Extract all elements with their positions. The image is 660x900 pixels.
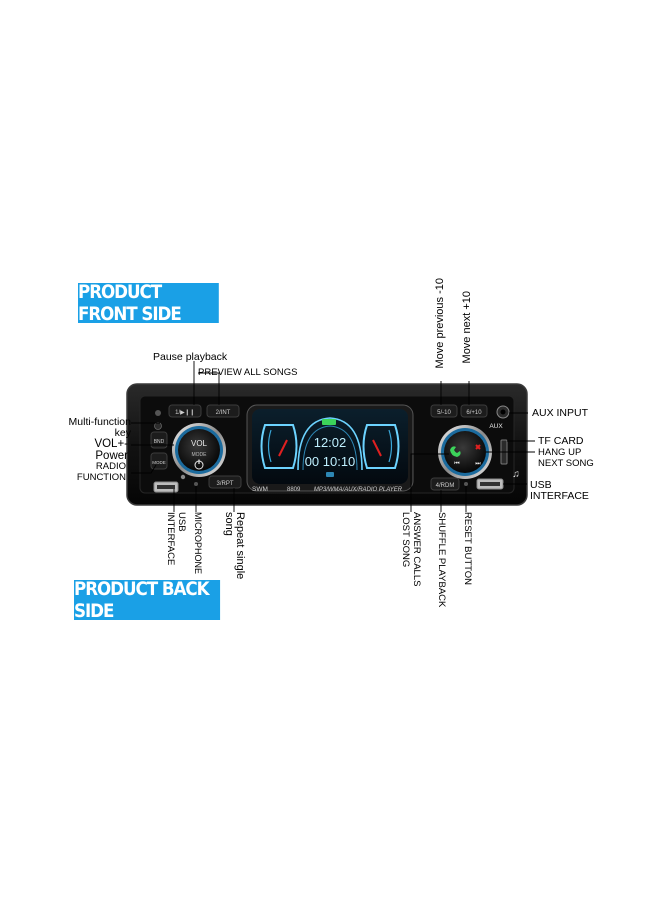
- svg-text:MP3/WMA/AUX/RADIO PLAYER: MP3/WMA/AUX/RADIO PLAYER: [314, 487, 403, 493]
- svg-text:MODE: MODE: [152, 460, 166, 465]
- svg-text:12:02: 12:02: [314, 435, 347, 450]
- label-move-next: Move next +10: [461, 291, 473, 364]
- label-aux-input: AUX INPUT: [532, 407, 589, 419]
- usb-port-right[interactable]: ♫: [476, 469, 520, 490]
- music-note-icon: ♫: [512, 469, 520, 480]
- label-multi-function-key: Multi-function key: [68, 416, 131, 439]
- button-4-rdm[interactable]: 4/RDM: [430, 477, 460, 491]
- svg-text:VOL: VOL: [191, 439, 208, 448]
- phone-answer-icon: [450, 446, 461, 457]
- label-reset-button: RESET BUTTON: [462, 512, 473, 586]
- product-front-side-banner: PRODUCT FRONT SIDE: [78, 281, 219, 325]
- button-bnd[interactable]: BND: [150, 431, 168, 449]
- svg-text:8809: 8809: [287, 487, 301, 493]
- svg-text:BND: BND: [154, 439, 165, 445]
- svg-text:5/-10: 5/-10: [437, 410, 451, 416]
- function-knob[interactable]: ⏮ ⏭: [438, 425, 492, 479]
- label-usb-interface-right: USB INTERFACE: [530, 479, 589, 502]
- label-tf-card: TF CARD: [538, 435, 584, 447]
- battery-icon: [322, 419, 336, 425]
- svg-text:00 10:10: 00 10:10: [305, 454, 356, 469]
- button-5-minus10[interactable]: 5/-10: [430, 404, 458, 418]
- aux-input-port[interactable]: AUX: [489, 405, 510, 430]
- reset-hole: [464, 482, 468, 486]
- usb-port-left[interactable]: [153, 474, 186, 493]
- svg-text:⏮: ⏮: [454, 461, 460, 467]
- leader-lines: [131, 361, 535, 512]
- svg-text:⏭: ⏭: [475, 461, 481, 467]
- svg-text:AUX: AUX: [489, 423, 503, 430]
- button-mode[interactable]: MODE: [150, 452, 168, 470]
- button-6-plus10[interactable]: 6/+10: [460, 404, 488, 418]
- label-pause-playback: Pause playback: [153, 351, 228, 363]
- svg-text:4/RDM: 4/RDM: [436, 483, 455, 489]
- button-1[interactable]: 1/▶❙❙: [168, 404, 202, 418]
- label-vol-power: VOL+- Power: [94, 438, 128, 462]
- mic-hole-icon: [155, 410, 161, 416]
- volume-knob[interactable]: VOL MODE: [172, 423, 226, 477]
- display-screen: [252, 409, 408, 484]
- phone-hangup-icon: [475, 444, 481, 450]
- button-2-int[interactable]: 2/INT: [206, 404, 240, 418]
- label-radio-function: RADIO FUNCTION: [76, 461, 126, 483]
- label-shuffle-playback: SHUFFLE PLAYBACK: [436, 512, 447, 608]
- svg-text:SWM: SWM: [252, 486, 268, 493]
- label-hang-up-next-song: HANG UP NEXT SONG: [538, 447, 594, 469]
- label-microphone: MICROPHONE: [193, 512, 203, 575]
- svg-text:6/+10: 6/+10: [466, 410, 482, 416]
- label-preview-all-songs: PREVIEW ALL SONGS: [198, 367, 298, 378]
- button-3-rpt[interactable]: 3/RPT: [208, 475, 242, 489]
- product-back-side-banner: PRODUCT BACK SIDE: [74, 578, 221, 622]
- svg-text:1/▶❙❙: 1/▶❙❙: [175, 409, 195, 416]
- label-move-previous: Move previous -10: [434, 278, 446, 369]
- svg-text:3/RPT: 3/RPT: [216, 481, 233, 487]
- svg-text:MODE: MODE: [192, 452, 208, 458]
- microphone-hole: [194, 482, 198, 486]
- svg-text:2/INT: 2/INT: [216, 410, 231, 416]
